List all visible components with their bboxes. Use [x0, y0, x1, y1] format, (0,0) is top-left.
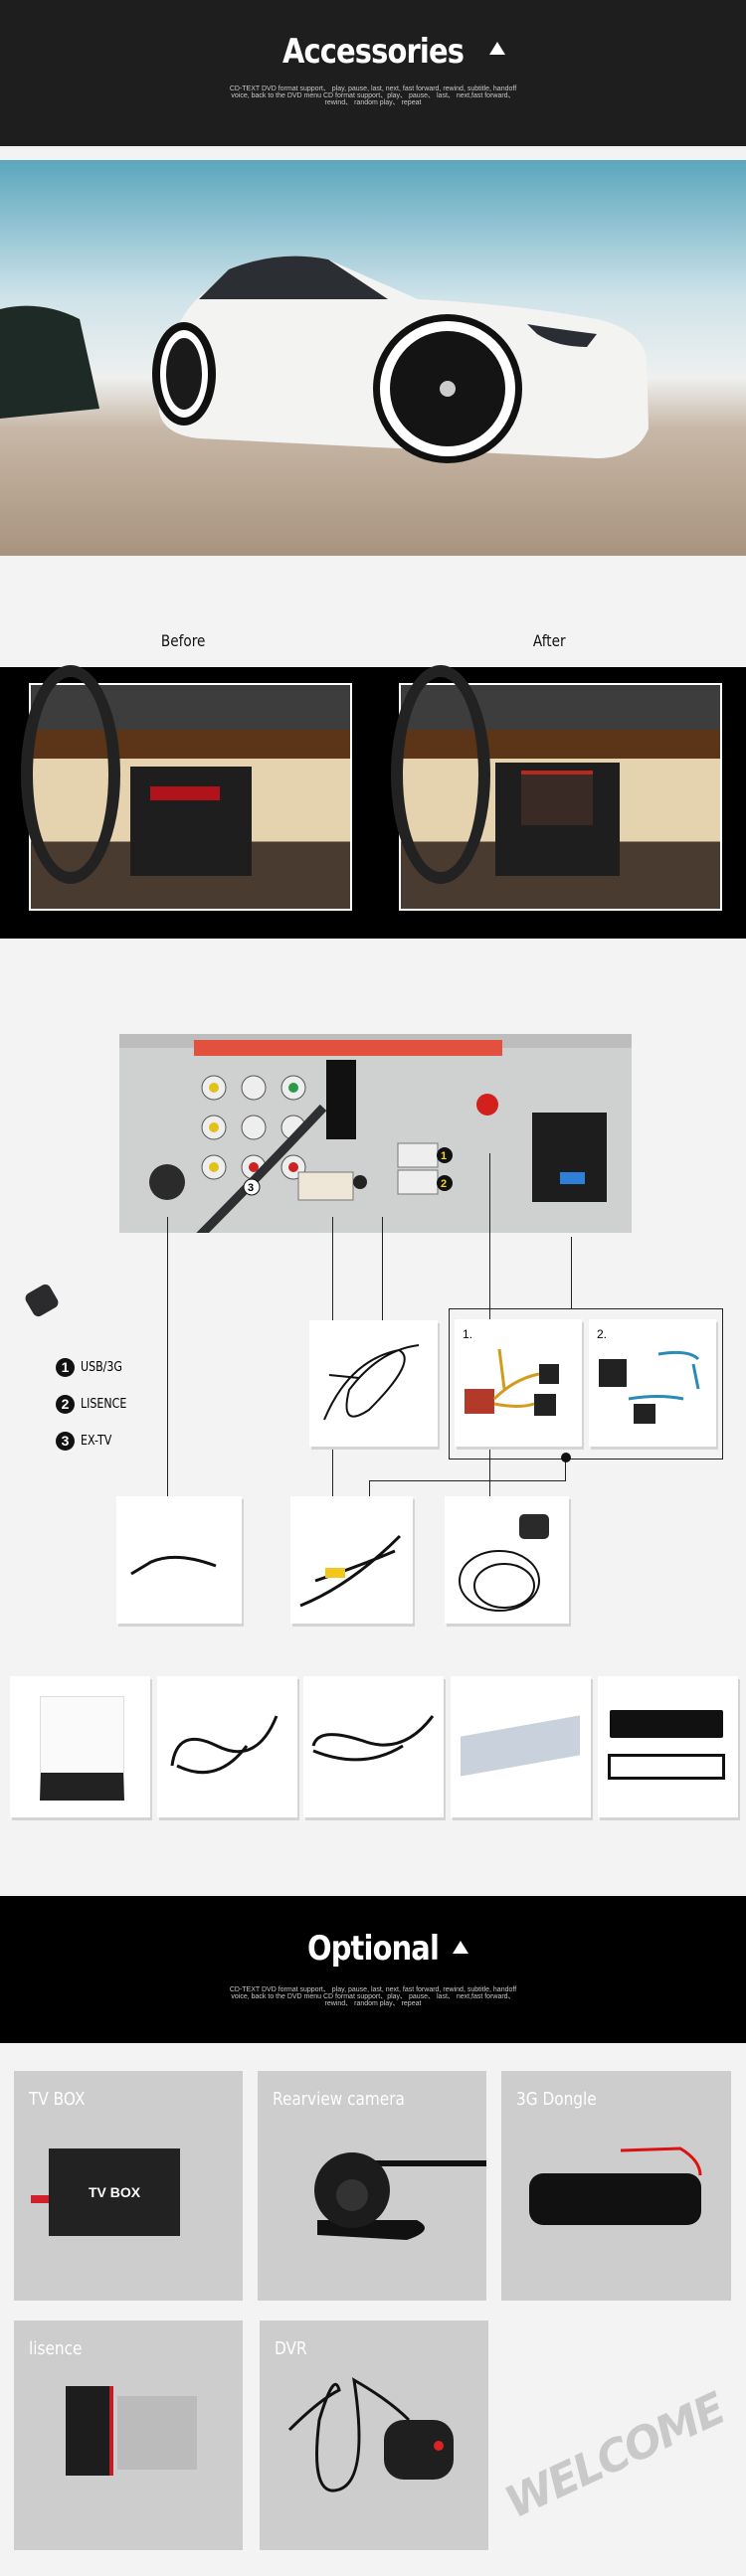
- before-photo: [21, 665, 352, 911]
- tv-cable-plug: [23, 1282, 61, 1319]
- option-rearview-camera[interactable]: Rearview camera: [258, 2071, 486, 2301]
- mic-cable-card: [309, 1320, 438, 1447]
- section-title: Accessories: [281, 32, 465, 72]
- trim-frame: [608, 1754, 725, 1780]
- after-photo: [391, 665, 722, 911]
- car-illustration: [0, 256, 649, 463]
- connector-line: [167, 1217, 168, 1496]
- tv-box-device: TV BOX: [49, 2148, 180, 2236]
- hero-car-photo: [0, 160, 746, 556]
- warranty-sticker: [194, 1040, 502, 1056]
- option-dvr[interactable]: DVR: [260, 2320, 488, 2550]
- usb-cable-card: [303, 1676, 444, 1817]
- radio-adapter-card: [116, 1496, 242, 1624]
- connector-line: [571, 1237, 572, 1308]
- option-3g-dongle[interactable]: 3G Dongle: [501, 2071, 731, 2301]
- connector-line: [369, 1480, 566, 1481]
- section-title: Optional: [306, 1929, 440, 1969]
- dongle-device: [529, 2173, 701, 2225]
- svg-text:1: 1: [441, 1150, 447, 1162]
- antenna-connector: [31, 2195, 49, 2203]
- trim-frame: [610, 1710, 723, 1738]
- manual-booklet: [40, 1696, 124, 1801]
- steering-wheel: [21, 665, 120, 884]
- svg-text:3: 3: [248, 1182, 254, 1194]
- usb-stick-body: [66, 2386, 113, 2476]
- connector-line: [369, 1480, 370, 1496]
- optional-header: Optional CD-TEXT DVD format support、 pla…: [0, 1896, 746, 2043]
- welcome-watermark: WELCOME: [497, 2383, 732, 2529]
- svg-text:2: 2: [441, 1178, 447, 1190]
- harness-card-2: 2.: [589, 1319, 716, 1447]
- harness-group-box: [449, 1308, 723, 1460]
- connector-ports: 1 2 3: [149, 1060, 607, 1233]
- rca-cable-card: [290, 1496, 413, 1624]
- section-description: CD-TEXT DVD format support、 play, pause,…: [229, 86, 517, 106]
- new-headunit: [495, 763, 620, 876]
- gps-antenna-card: [445, 1496, 569, 1624]
- option-tv-box[interactable]: TV BOX TV BOX: [14, 2071, 243, 2301]
- usb-plug: [117, 2396, 197, 2470]
- accessories-header: Accessories CD-TEXT DVD format support、 …: [0, 0, 746, 146]
- user-manual-card: [10, 1676, 150, 1817]
- triangle-up-icon: [453, 1941, 468, 1954]
- section-description: CD-TEXT DVD format support、 play, pause,…: [229, 1986, 517, 2007]
- stock-radio: [130, 767, 252, 876]
- bracket: [461, 1715, 580, 1777]
- triangle-up-icon: [489, 42, 505, 55]
- after-label: After: [532, 631, 566, 650]
- connector-line: [382, 1217, 383, 1320]
- junction-dot: [561, 1453, 571, 1462]
- steering-wheel: [391, 665, 490, 884]
- trim-frame-card: [598, 1676, 738, 1817]
- usb-cable-card: [157, 1676, 297, 1817]
- harness-card-1: 1.: [455, 1319, 582, 1447]
- before-label: Before: [160, 631, 206, 650]
- headunit-back-panel: 1 2 3: [119, 1034, 632, 1233]
- comparison-band: [0, 665, 746, 939]
- option-lisence[interactable]: lisence: [14, 2320, 243, 2550]
- mounting-bracket-card: [451, 1676, 591, 1817]
- connector-line: [565, 1458, 566, 1481]
